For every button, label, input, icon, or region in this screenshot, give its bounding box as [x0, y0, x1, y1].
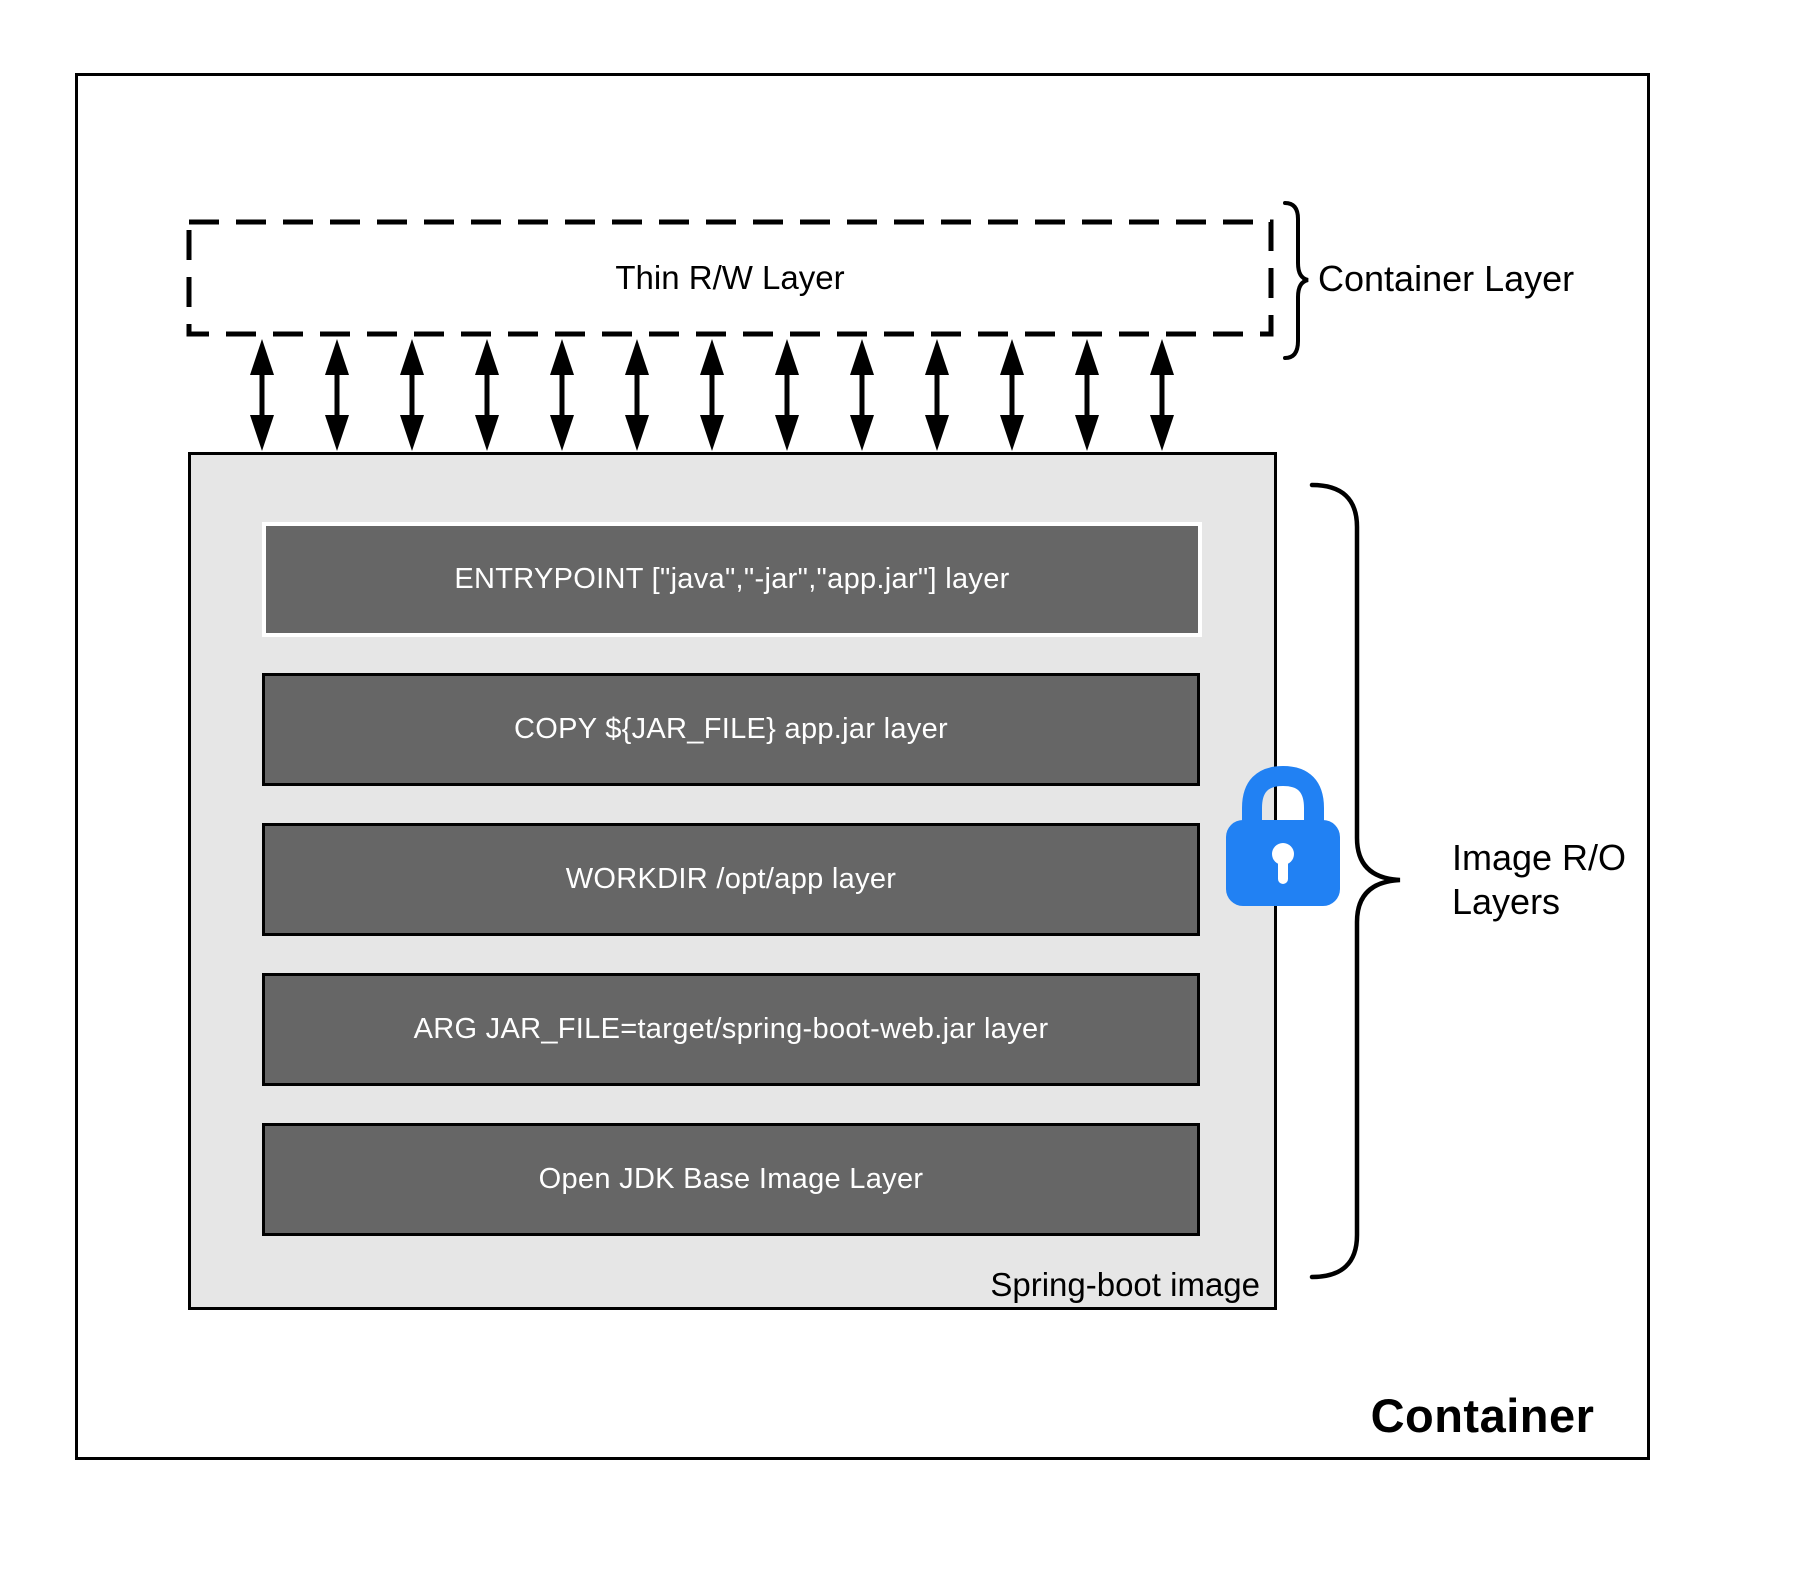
arrow-shaft — [259, 365, 265, 425]
double-arrow-icon — [1000, 339, 1024, 451]
thin-rw-layer-label: Thin R/W Layer — [615, 259, 845, 296]
image-layer-bar: Open JDK Base Image Layer — [262, 1123, 1200, 1236]
image-layer-label: ARG JAR_FILE=target/spring-boot-web.jar … — [413, 1013, 1049, 1045]
arrow-row — [250, 339, 1174, 451]
image-ro-line2: Layers — [1452, 881, 1561, 922]
double-arrow-icon — [625, 339, 649, 451]
arrow-shaft — [634, 365, 640, 425]
image-layer-label: WORKDIR /opt/app layer — [565, 863, 897, 895]
double-arrow-icon — [775, 339, 799, 451]
double-arrow-icon — [400, 339, 424, 451]
container-label: Container — [1370, 1389, 1595, 1442]
double-arrow-icon — [700, 339, 724, 451]
image-layer-label: ENTRYPOINT ["java","-jar","app.jar"] lay… — [454, 563, 1010, 595]
spring-boot-image-box: ENTRYPOINT ["java","-jar","app.jar"] lay… — [188, 452, 1277, 1310]
double-arrow-icon — [325, 339, 349, 451]
arrow-shaft — [784, 365, 790, 425]
image-layer-bar: ENTRYPOINT ["java","-jar","app.jar"] lay… — [262, 522, 1202, 637]
double-arrow-icon — [850, 339, 874, 451]
arrow-shaft — [934, 365, 940, 425]
image-layer-bar: COPY ${JAR_FILE} app.jar layer — [262, 673, 1200, 786]
double-arrow-icon — [475, 339, 499, 451]
image-ro-brace-icon — [1309, 482, 1401, 1280]
spring-boot-image-caption: Spring-boot image — [990, 1266, 1260, 1303]
image-layer-bar: WORKDIR /opt/app layer — [262, 823, 1200, 936]
arrow-shaft — [709, 365, 715, 425]
double-arrow-icon — [250, 339, 274, 451]
arrow-shaft — [1084, 365, 1090, 425]
image-layer-label: Open JDK Base Image Layer — [538, 1163, 924, 1195]
arrow-shaft — [484, 365, 490, 425]
arrow-shaft — [859, 365, 865, 425]
thin-rw-layer-box: Thin R/W Layer — [186, 219, 1274, 337]
container-layer-brace-icon — [1283, 201, 1309, 360]
container-layer-label: Container Layer — [1318, 258, 1575, 299]
dashed-border — [186, 219, 1274, 337]
double-arrow-icon — [550, 339, 574, 451]
image-layer-bar: ARG JAR_FILE=target/spring-boot-web.jar … — [262, 973, 1200, 1086]
arrow-shaft — [1159, 365, 1165, 425]
arrow-shaft — [1009, 365, 1015, 425]
lock-icon — [1226, 765, 1340, 906]
arrow-shaft — [409, 365, 415, 425]
image-ro-layers-label: Image R/O Layers — [1452, 836, 1626, 924]
arrow-shaft — [559, 365, 565, 425]
image-ro-line1: Image R/O — [1452, 837, 1627, 878]
image-layer-label: COPY ${JAR_FILE} app.jar layer — [513, 713, 949, 745]
arrow-shaft — [334, 365, 340, 425]
double-arrow-icon — [1150, 339, 1174, 451]
double-arrow-icon — [925, 339, 949, 451]
double-arrow-icon — [1075, 339, 1099, 451]
